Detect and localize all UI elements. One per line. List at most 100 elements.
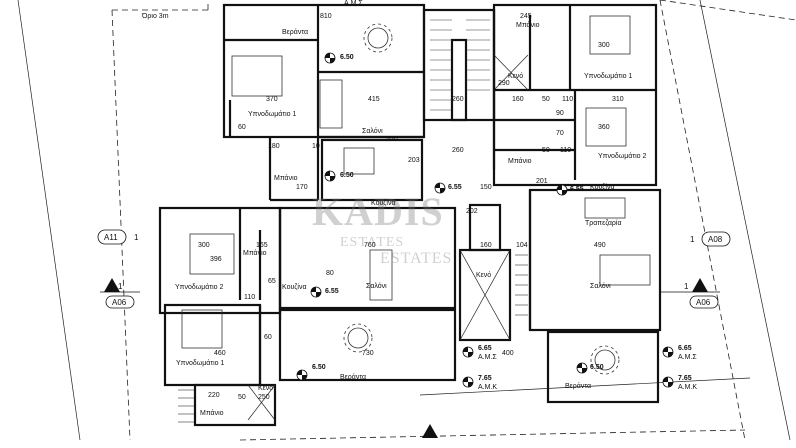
section-a06-left-number: 1 [118,282,123,291]
dim-180: 180 [268,143,280,150]
watermark-line2: ESTATES [380,250,453,267]
dim-220: 220 [208,392,220,399]
dim-810: 810 [320,13,332,20]
dim-80: 80 [326,270,334,277]
level-stair-top: 6.55 [448,184,462,191]
dim-60-top: 60 [238,124,246,131]
level-top-salon: 6.50 [340,172,354,179]
dim-730: 730 [362,350,374,357]
dim-203: 203 [408,157,420,164]
dim-60-bottom: 60 [264,334,272,341]
dim-70: 70 [556,130,564,137]
dim-250: 250 [258,394,270,401]
level-ams-left-unit: A.M.Σ [478,354,497,361]
room-salon-mid: Σαλόνι [366,283,387,290]
room-bedroom1-right: Υπνοδωμάτιο 1 [584,73,633,80]
level-top-unit: A.M.Σ [344,0,363,7]
level-ams-right: 6.65 [678,345,692,352]
dim-760: 760 [364,242,376,249]
dim-50-mid: 50 [542,147,550,154]
room-bedroom1-left: Υπνοδωμάτιο 1 [248,111,297,118]
dim-165: 165 [256,242,268,249]
dim-415: 415 [368,96,380,103]
watermark-logo: KADIS [312,189,444,234]
dim-245: 245 [520,13,532,20]
plot-limit-label: Όριο 3m [142,13,169,20]
level-amk-left: 7.65 [478,375,492,382]
dim-490: 490 [594,242,606,249]
room-kitchen-top: Κουζίνα [371,200,396,207]
section-arrows [104,278,708,438]
level-amk-left-unit: A.M.K [478,384,498,391]
room-bath-mid-left: Μπάνιο [243,250,267,257]
room-salon-top: Σαλόνι [362,128,383,135]
furniture [181,15,651,375]
dim-396: 396 [210,256,222,263]
section-a06-right-number: 1 [684,282,689,291]
dim-110-mid: 110 [560,147,572,154]
room-void-bottom: Κενό [258,385,274,392]
level-top-veranda: 6.50 [340,54,354,61]
section-a11-number: 1 [134,233,139,242]
dim-550: 550 [386,136,398,143]
section-a11-label: A11 [104,233,118,242]
dim-150: 150 [480,184,492,191]
dim-50-bottom: 50 [238,394,246,401]
dim-360: 360 [598,124,610,131]
plot-boundary [111,0,796,441]
room-kitchen-right: Κουζίνα [590,184,615,191]
level-right-bedroom: 6.55 [570,186,584,193]
dim-90: 90 [556,110,564,117]
dim-300-mid: 300 [198,242,210,249]
level-mid-left: 6.55 [325,288,339,295]
room-bedroom2-left: Υπνοδωμάτιο 2 [175,284,224,291]
room-bedroom2-right: Υπνοδωμάτιο 2 [598,153,647,160]
dim-260-top: 260 [452,96,464,103]
dim-370: 370 [266,96,278,103]
room-void-top: Κενό [508,73,524,80]
level-ams-left: 6.65 [478,345,492,352]
level-markers [296,52,674,388]
dim-201: 201 [536,178,548,185]
section-a06-left-label: A06 [112,298,127,307]
dim-104: 104 [516,242,528,249]
level-ams-right-unit: A.M.Σ [678,354,697,361]
dim-300-top: 300 [598,42,610,49]
room-bath-bottom: Μπάνιο [200,410,224,417]
level-right-veranda: 6.50 [590,364,604,371]
dim-170: 170 [296,184,308,191]
room-bath-top-right: Μπάνιο [516,22,540,29]
dim-400: 400 [502,350,514,357]
room-kitchen-mid: Κουζίνα [282,284,307,291]
dim-202: 202 [466,208,478,215]
section-a08-number: 1 [690,235,695,244]
dim-160-top: 160 [512,96,524,103]
watermark-line1: ESTATES [340,235,405,250]
dim-50-top: 50 [542,96,550,103]
dim-160-mid: 160 [480,242,492,249]
level-amk-right: 7.65 [678,375,692,382]
room-veranda-right: Βεράντα [565,383,592,390]
dim-10: 10 [312,143,320,150]
room-salon-right: Σαλόνι [590,283,611,290]
dim-310: 310 [612,96,624,103]
dim-460: 460 [214,350,226,357]
dim-65: 65 [268,278,276,285]
walls [158,3,662,427]
section-a06-right-label: A06 [696,298,711,307]
dim-110-left: 110 [244,294,256,301]
room-dining-right: Τραπεζαρία [585,220,622,227]
room-void-mid: Κενό [476,272,492,279]
room-bath-mid-right: Μπάνιο [508,158,532,165]
level-amk-right-unit: A.M.K [678,384,698,391]
dim-260-mid: 260 [452,147,464,154]
room-bedroom1-bottom: Υπνοδωμάτιο 1 [176,360,225,367]
room-veranda-top: Βεράντα [282,29,309,36]
room-bath-top-left: Μπάνιο [274,175,298,182]
dim-110-top: 110 [562,96,574,103]
room-veranda-bottom: Βεράντα [340,374,367,381]
dim-290: 290 [498,80,510,87]
section-a08-label: A08 [708,235,723,244]
